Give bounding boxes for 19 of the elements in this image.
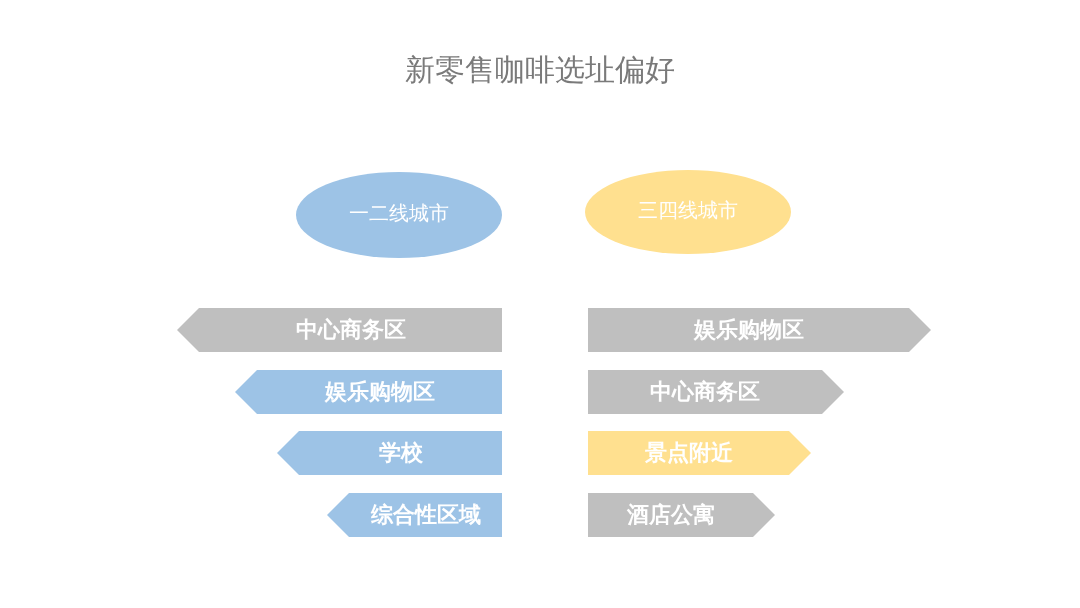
- left-arrow-band: [327, 493, 502, 537]
- chart-title: 新零售咖啡选址偏好: [405, 51, 675, 89]
- left-arrow-band: [235, 370, 502, 414]
- location-label: 中心商务区: [295, 316, 406, 344]
- location-label: 酒店公寓: [626, 501, 715, 529]
- right-arrow-band: [588, 370, 844, 414]
- city-tier-label: 三四线城市: [638, 198, 738, 222]
- location-label: 娱乐购物区: [324, 378, 435, 406]
- location-label: 中心商务区: [650, 378, 760, 406]
- location-label: 娱乐购物区: [693, 316, 804, 344]
- right-arrow-band: [588, 493, 775, 537]
- right-arrow-band: [588, 431, 811, 475]
- right-arrow-band: [588, 308, 931, 352]
- location-label: 综合性区域: [370, 501, 481, 529]
- left-arrow-band: [177, 308, 502, 352]
- location-label: 景点附近: [644, 439, 733, 467]
- left-arrow-band: [277, 431, 502, 475]
- location-label: 学校: [378, 439, 423, 467]
- city-tier-label: 一二线城市: [349, 201, 449, 225]
